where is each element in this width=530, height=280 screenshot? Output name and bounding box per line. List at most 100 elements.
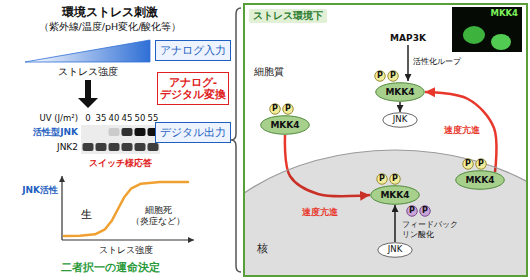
label-text: 50 xyxy=(135,113,146,123)
label-text: 二者択一の運命決定 xyxy=(61,261,160,274)
edge-label: 速度亢進 xyxy=(302,207,338,218)
node-text: MKK4 xyxy=(465,175,494,185)
down-arrow xyxy=(78,80,98,108)
node-outline-shape xyxy=(375,71,386,82)
blot-band xyxy=(122,143,133,151)
fluorescent-cell xyxy=(463,26,485,44)
node-text: JNK xyxy=(388,245,402,255)
label-text: JNK活性 xyxy=(22,185,58,196)
fluorescent-cell xyxy=(491,34,511,50)
node-outline-shape xyxy=(376,83,425,102)
node-text: ストレス環境下 xyxy=(249,9,327,23)
node-text: MKK4 xyxy=(490,9,518,19)
node-outline-shape xyxy=(283,104,294,115)
node-text: P xyxy=(377,71,383,80)
node-text: 核 xyxy=(257,243,268,256)
node-outline-shape xyxy=(456,171,505,190)
node-outline-shape xyxy=(383,113,418,128)
title-text: 環境ストレス刺激 xyxy=(62,5,158,19)
node-outline-shape xyxy=(378,243,413,258)
kinase-ellipse: MKK4 xyxy=(260,115,310,135)
label-text: 活性型JNK xyxy=(33,127,78,138)
node-outline-shape xyxy=(476,159,487,170)
phospho-circle: P xyxy=(376,173,388,185)
node-text: P xyxy=(409,206,415,215)
node-outline-shape xyxy=(261,116,310,135)
edge-label: フィードバック リン酸化 xyxy=(402,220,464,239)
blot-band xyxy=(83,143,94,151)
label-text: （紫外線/温度/pH変化/酸化等） xyxy=(39,21,182,32)
sigmoid-curve xyxy=(64,182,188,236)
nucleus-shape xyxy=(245,150,526,275)
phospho-circle: P xyxy=(269,103,281,115)
stress-panel: ストレス環境下MKK4PPMKK4JNKPPMKK4核PPMKK4PPJNKPP… xyxy=(243,3,528,277)
label-text: MAP3K xyxy=(390,33,426,44)
curly-bracket xyxy=(231,8,241,272)
node-text: P xyxy=(390,71,396,80)
blot-band xyxy=(96,143,107,151)
label-text: 55 xyxy=(148,113,159,123)
blot-band xyxy=(135,128,146,136)
label-text: UV (J/m²) xyxy=(40,113,78,123)
label-text: ストレス強度 xyxy=(99,245,153,256)
phospho-circle: P xyxy=(462,158,474,170)
label-text: スイッチ様応答 xyxy=(89,158,152,169)
node-outline-shape xyxy=(377,174,388,185)
blot-band xyxy=(109,143,120,151)
blot-band xyxy=(122,128,133,136)
blot-bands xyxy=(83,128,159,151)
node-outline-shape xyxy=(463,159,474,170)
blot-band xyxy=(148,143,159,151)
node-text: P xyxy=(392,174,398,183)
node-text: アナログ入力 xyxy=(160,44,226,56)
feedback-phospho-circle: P xyxy=(406,205,418,217)
phospho-circle: P xyxy=(374,70,386,82)
label-text: 35 xyxy=(96,113,107,123)
phospho-circle: P xyxy=(387,70,399,82)
node-text: デジタル出力 xyxy=(160,126,226,138)
node-outline-shape xyxy=(407,206,418,217)
label-text: 45 xyxy=(122,113,133,123)
phospho-circle: P xyxy=(475,158,487,170)
phospho-circle: P xyxy=(389,173,401,185)
label-text: 0 xyxy=(85,113,90,123)
connector xyxy=(399,102,401,112)
feedback-phospho-circle: P xyxy=(419,205,431,217)
node-outline-shape xyxy=(420,206,431,217)
phospho-circle: P xyxy=(282,103,294,115)
blot-band xyxy=(135,143,146,151)
label-text: 活性化ループ xyxy=(413,57,461,67)
stress-ramp xyxy=(25,40,150,62)
blot-membrane xyxy=(81,125,160,154)
y-axis xyxy=(61,176,62,240)
label-text: 細胞死 （炎症など） xyxy=(128,205,188,227)
node-outline-shape xyxy=(371,186,420,205)
node-text: アナログ- デジタル変換 xyxy=(160,76,226,100)
label-text: 生 xyxy=(81,208,92,221)
blot-band xyxy=(109,128,120,136)
input-box: アナログ入力 xyxy=(155,40,231,61)
kinase-ellipse: JNK xyxy=(382,112,418,128)
node-text: P xyxy=(478,159,484,168)
activation-arrow xyxy=(407,45,409,81)
node-text: P xyxy=(379,174,385,183)
converter-box: アナログ- デジタル変換 xyxy=(157,72,229,105)
node-text: P xyxy=(272,104,278,113)
node-text: P xyxy=(465,159,471,168)
micrograph: MKK4 xyxy=(452,7,522,52)
label-text: 40 xyxy=(109,113,120,123)
node-text: MKK4 xyxy=(385,87,414,97)
node-text: P xyxy=(422,206,428,215)
node-outline-shape xyxy=(270,104,281,115)
node-text: MKK4 xyxy=(270,120,299,130)
node-text: MKK4 xyxy=(380,190,409,200)
kinase-ellipse: MKK4 xyxy=(455,170,505,190)
node-outline-shape xyxy=(388,71,399,82)
x-axis xyxy=(62,239,194,240)
label-text: 細胞質 xyxy=(254,66,284,77)
label-text: JNK2 xyxy=(57,142,78,153)
edge-label: 速度亢進 xyxy=(444,125,480,136)
node-text: JNK xyxy=(393,115,407,125)
kinase-ellipse: MKK4 xyxy=(375,82,425,102)
label-text: ストレス強度 xyxy=(58,66,118,78)
